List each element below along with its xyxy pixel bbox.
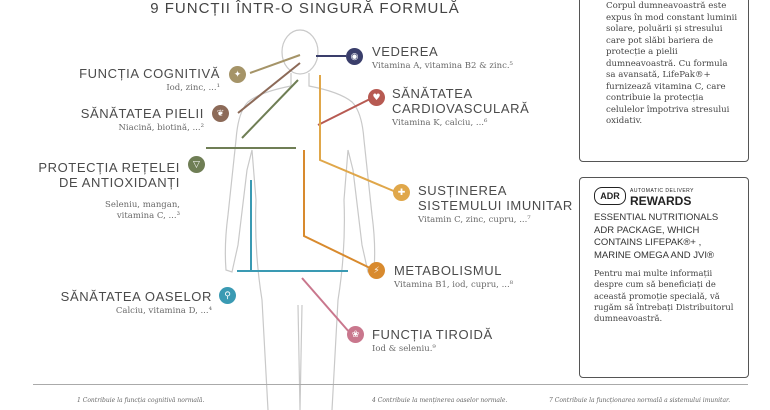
function-antioxidant-name-line1: PROTECȚIA REȚELEI — [38, 160, 180, 175]
function-cardio-nutrients: Vitamina K, calciu, ...⁶ — [392, 118, 488, 128]
footnote-1: 1 Contribuie la funcția cognitivă normal… — [77, 397, 205, 404]
connector-metabolism — [303, 150, 371, 269]
brain-icon: ✦ — [229, 66, 246, 83]
function-cognitive: FUNCȚIA COGNITIVĂ Iod, zinc, ...¹ — [60, 66, 220, 94]
connector-immune — [319, 75, 397, 193]
promo-box: ADR AUTOMATIC DELIVERY REWARDS ESSENTIAL… — [579, 177, 749, 378]
function-bone: SĂNĂTATEA OASELOR Calciu, vitamina D, ..… — [40, 289, 212, 317]
connector-skin — [237, 62, 301, 114]
promo-body: Pentru mai multe informații despre cum s… — [594, 268, 734, 324]
footnote-4: 4 Contribuie la menținerea oaselor norma… — [372, 397, 508, 404]
immune-icon: ✚ — [393, 184, 410, 201]
footer-divider — [33, 384, 748, 385]
skin-icon: ❦ — [212, 105, 229, 122]
connector-thyroid — [301, 277, 351, 334]
function-metabolism-nutrients: Vitamina B1, iod, cupru, ...⁸ — [394, 280, 514, 290]
adr-rewards-logo: ADR AUTOMATIC DELIVERY REWARDS — [594, 186, 740, 208]
function-skin-name: SĂNĂTATEA PIELII — [80, 106, 204, 121]
function-cognitive-nutrients: Iod, zinc, ...¹ — [166, 83, 220, 93]
adr-logo-big-text: REWARDS — [630, 194, 692, 208]
metabolism-icon: ⚡ — [368, 262, 385, 279]
body-diagram — [206, 29, 397, 410]
function-cardio-name-line2: CARDIOVASCULARĂ — [392, 101, 530, 116]
bone-icon: ⚲ — [219, 287, 236, 304]
eye-icon: ◉ — [346, 48, 363, 65]
function-vision: VEDEREA Vitamina A, vitamina B2 & zinc.⁵ — [372, 44, 572, 72]
promo-heading: ESSENTIAL NUTRITIONALS ADR PACKAGE, WHIC… — [594, 212, 719, 261]
connector-bone — [237, 180, 348, 272]
function-skin-nutrients: Niacină, biotină, ...² — [118, 123, 204, 133]
function-cognitive-name: FUNCȚIA COGNITIVĂ — [79, 66, 220, 81]
page-title: 9 FUNCȚII ÎNTR-O SINGURĂ FORMULĂ — [150, 0, 460, 17]
function-antioxidant-name-line2: DE ANTIOXIDANȚI — [59, 175, 180, 190]
function-cardio: SĂNĂTATEA CARDIOVASCULARĂ Vitamina K, ca… — [392, 86, 572, 129]
function-bone-name: SĂNĂTATEA OASELOR — [60, 289, 212, 304]
function-cardio-name-line1: SĂNĂTATEA — [392, 86, 473, 101]
body-silhouette — [224, 29, 376, 410]
connector-cardio — [317, 97, 373, 126]
function-immune-name-line1: SUSȚINEREA — [418, 183, 508, 198]
connector-cognitive — [249, 54, 301, 74]
heart-icon: ♥ — [368, 89, 385, 106]
adr-logo-mark: ADR — [594, 187, 626, 205]
function-vision-nutrients: Vitamina A, vitamina B2 & zinc.⁵ — [372, 61, 513, 71]
function-antioxidant: PROTECȚIA REȚELEI DE ANTIOXIDANȚI Seleni… — [20, 160, 180, 222]
shield-icon: ▽ — [188, 156, 205, 173]
function-thyroid-name: FUNCȚIA TIROIDĂ — [372, 327, 493, 342]
function-immune: SUSȚINEREA SISTEMULUI IMUNITAR Vitamin C… — [418, 183, 578, 226]
info-box: Corpul dumneavoastră este expus în mod c… — [579, 0, 749, 162]
function-antioxidant-nutrients-line1: Seleniu, mangan, — [105, 200, 180, 210]
function-bone-nutrients: Calciu, vitamina D, ...⁴ — [115, 306, 212, 316]
thyroid-icon: ❀ — [347, 326, 364, 343]
function-thyroid-nutrients: Iod & seleniu.⁹ — [372, 344, 436, 354]
function-immune-name-line2: SISTEMULUI IMUNITAR — [418, 198, 573, 213]
function-metabolism: METABOLISMUL Vitamina B1, iod, cupru, ..… — [394, 263, 574, 291]
footnote-7: 7 Contribuie la funcționarea normală a s… — [549, 397, 731, 404]
adr-logo-small-text: AUTOMATIC DELIVERY — [630, 188, 695, 194]
function-skin: SĂNĂTATEA PIELII Niacină, biotină, ...² — [40, 106, 204, 134]
function-antioxidant-nutrients-line2: vitamina C, ...³ — [116, 211, 180, 221]
function-vision-name: VEDEREA — [372, 44, 439, 59]
info-box-text: Corpul dumneavoastră este expus în mod c… — [606, 1, 738, 126]
function-metabolism-name: METABOLISMUL — [394, 263, 503, 278]
function-immune-nutrients: Vitamin C, zinc, cupru, ...⁷ — [418, 215, 531, 225]
function-thyroid: FUNCȚIA TIROIDĂ Iod & seleniu.⁹ — [372, 327, 552, 355]
